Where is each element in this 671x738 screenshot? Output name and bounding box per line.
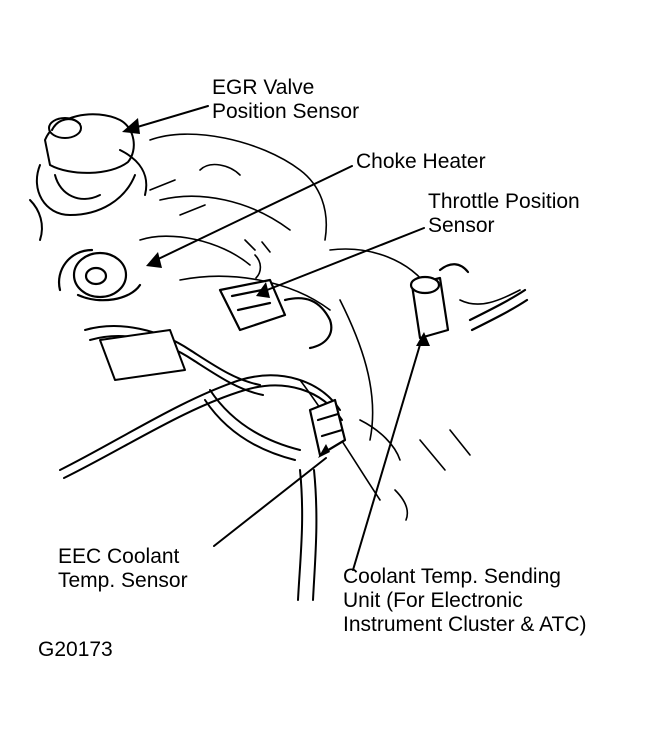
label-choke-heater: Choke Heater (356, 150, 486, 174)
coolant-sending-unit-drawing (409, 263, 529, 340)
egr-arrowhead (122, 118, 140, 134)
label-line: EGR Valve (212, 76, 315, 99)
label-line: Temp. Sensor (58, 569, 188, 592)
eec-sensor-drawing (308, 398, 347, 457)
coolant-unit-leader-line (352, 337, 423, 571)
label-line: Sensor (428, 214, 495, 237)
throttle-sensor-drawing (218, 278, 333, 350)
choke-leader-line (151, 165, 353, 263)
wiring-harness-drawing (59, 325, 343, 601)
label-throttle-position-sensor: Throttle Position Sensor (428, 190, 580, 238)
choke-heater-drawing (57, 248, 142, 302)
coolant-unit-arrowhead (416, 332, 430, 346)
egr-leader-line (133, 105, 209, 129)
eec-arrowhead (318, 444, 330, 458)
label-eec-coolant-temp-sensor: EEC Coolant Temp. Sensor (58, 545, 188, 593)
leader-lines (133, 105, 425, 571)
label-line: Choke Heater (356, 150, 486, 173)
label-egr-valve-position-sensor: EGR Valve Position Sensor (212, 76, 359, 124)
label-line: Coolant Temp. Sending (343, 565, 561, 588)
throttle-arrowhead (256, 282, 270, 298)
arrowheads (122, 118, 430, 458)
egr-valve-drawing (29, 113, 148, 241)
choke-arrowhead (146, 252, 162, 268)
eec-leader-line (213, 457, 327, 547)
label-line: EEC Coolant (58, 545, 180, 568)
label-line: Throttle Position (428, 190, 580, 213)
label-coolant-temp-sending-unit: Coolant Temp. Sending Unit (For Electron… (343, 565, 587, 637)
figure-code: G20173 (38, 638, 113, 661)
engine-block-drawing (139, 133, 521, 521)
throttle-leader-line (261, 227, 425, 293)
label-line: Position Sensor (212, 100, 360, 123)
label-line: Instrument Cluster & ATC) (343, 613, 587, 636)
label-line: Unit (For Electronic (343, 589, 523, 612)
